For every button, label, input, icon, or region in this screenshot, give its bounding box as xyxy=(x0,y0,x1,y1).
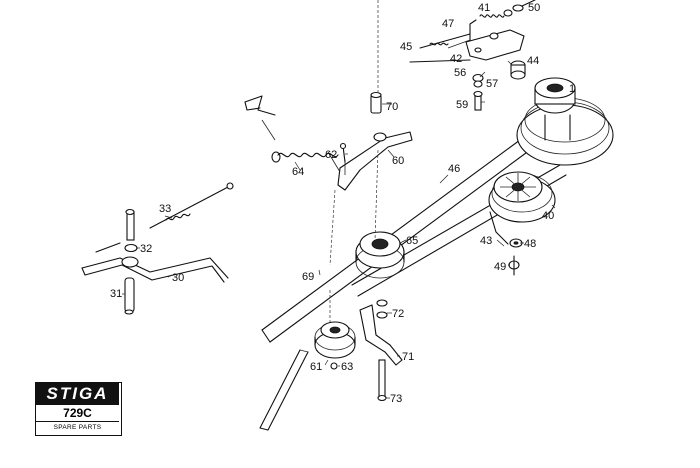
label-part-70: 70 xyxy=(386,101,398,113)
label-part-50: 50 xyxy=(528,2,540,14)
belt-69 xyxy=(259,349,309,431)
label-part-44: 44 xyxy=(527,55,539,67)
bolt-62 xyxy=(339,142,347,163)
label-part-42: 42 xyxy=(450,53,462,65)
bolt-49 xyxy=(508,255,520,276)
main-pulley-1 xyxy=(516,77,614,166)
lever-30 xyxy=(81,242,229,283)
label-part-57: 57 xyxy=(486,78,498,90)
rod-45 xyxy=(409,33,471,63)
label-part-46: 46 xyxy=(448,163,460,175)
label-part-72: 72 xyxy=(392,308,404,320)
bolt-73 xyxy=(377,359,387,402)
brand-logo: STIGA xyxy=(36,383,119,405)
pulley-61 xyxy=(314,321,356,359)
bolt-32-vertical xyxy=(124,208,138,253)
label-part-1: 1 xyxy=(569,83,575,95)
model-number: 729C xyxy=(36,406,119,422)
label-part-41: 41 xyxy=(478,2,490,14)
label-part-33: 33 xyxy=(159,203,171,215)
washer-72 xyxy=(376,299,388,319)
label-part-73: 73 xyxy=(390,393,402,405)
bracket-60 xyxy=(337,131,413,191)
label-part-31: 31 xyxy=(110,288,122,300)
spring-64 xyxy=(244,95,341,173)
part-labels: 1 41 47 50 45 42 44 56 57 59 70 62 60 64… xyxy=(110,2,575,405)
label-part-61: 61 xyxy=(310,361,322,373)
leader-lines xyxy=(122,39,556,399)
label-part-49: 49 xyxy=(494,261,506,273)
label-part-56: 56 xyxy=(454,67,466,79)
washer-57 xyxy=(473,80,483,88)
label-part-48: 48 xyxy=(524,238,536,250)
label-part-65: 65 xyxy=(406,235,418,247)
washer-63 xyxy=(330,362,338,370)
rod-33 xyxy=(149,182,234,229)
label-part-71: 71 xyxy=(402,351,414,363)
nut-44 xyxy=(510,60,526,80)
middle-pulley-65 xyxy=(355,231,405,279)
brand-block: STIGA 729C SPARE PARTS xyxy=(35,382,122,436)
label-part-40: 40 xyxy=(542,210,554,222)
lever-plate-42 xyxy=(465,19,525,61)
label-part-30: 30 xyxy=(172,272,184,284)
label-part-60: 60 xyxy=(392,155,404,167)
label-part-47: 47 xyxy=(442,18,454,30)
label-part-69: 69 xyxy=(302,271,314,283)
label-part-32: 32 xyxy=(140,243,152,255)
label-part-45: 45 xyxy=(400,41,412,53)
label-part-64: 64 xyxy=(292,166,304,178)
bracket-71 xyxy=(359,304,403,366)
label-part-43: 43 xyxy=(480,235,492,247)
spoked-idler-pulley-40 xyxy=(488,171,556,223)
bolt-59 xyxy=(473,90,483,111)
idler-arm-43 xyxy=(489,211,509,245)
label-part-59: 59 xyxy=(456,99,468,111)
label-part-63: 63 xyxy=(341,361,353,373)
spacer-70 xyxy=(370,91,382,114)
spare-parts-caption: SPARE PARTS xyxy=(53,424,102,431)
spring-41 xyxy=(479,0,536,18)
control-cable xyxy=(329,0,379,330)
label-part-62: 62 xyxy=(325,149,337,161)
pin-31 xyxy=(124,277,135,315)
